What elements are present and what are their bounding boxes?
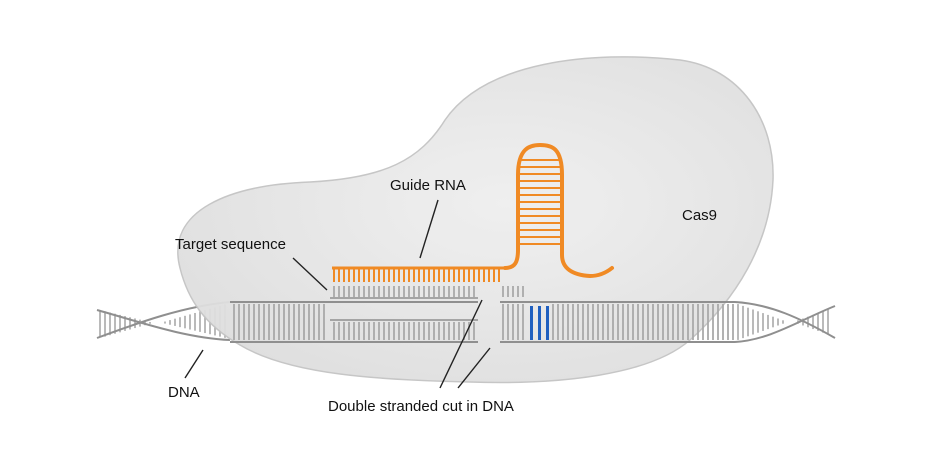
pam-site — [530, 306, 549, 340]
dna-leader — [184, 349, 204, 379]
target-sequence-leader — [292, 257, 328, 291]
guide-rna-leader — [419, 199, 439, 259]
cut-label: Double stranded cut in DNA — [328, 398, 514, 415]
cas9-label: Cas9 — [682, 207, 717, 224]
dna-left-strand-bottom — [96, 309, 231, 341]
guide-rna-label: Guide RNA — [390, 177, 466, 194]
dna-cut — [480, 284, 498, 354]
dna-right-rungs — [737, 304, 829, 340]
dna-middle-rungs — [233, 286, 734, 340]
hairpin-rungs — [520, 159, 560, 245]
dna-right-strand-bottom — [734, 305, 836, 343]
target-sequence-label: Target sequence — [175, 236, 286, 253]
guide-rna — [332, 142, 614, 282]
dna-right-strand-top — [734, 301, 836, 339]
cut-leader-1 — [439, 299, 483, 389]
dna-middle — [230, 286, 735, 343]
dna-helix-right — [734, 301, 836, 343]
cut-leader-2 — [457, 347, 491, 389]
guide-rna-hairpin — [503, 142, 614, 279]
guide-rna-bases — [333, 268, 500, 282]
dna-label: DNA — [168, 384, 200, 401]
